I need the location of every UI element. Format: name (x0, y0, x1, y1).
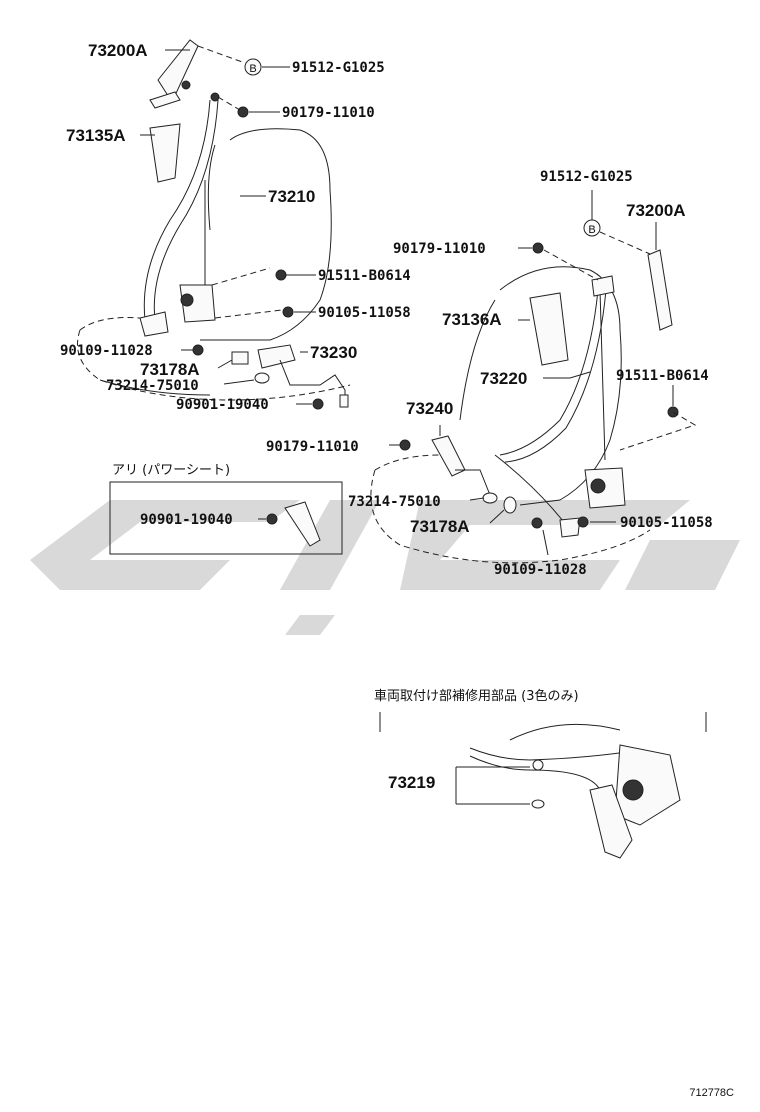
diagram-id: 712778C (689, 1087, 734, 1099)
label-73220: 73220 (480, 369, 527, 388)
inset-title: アリ (パワーシート) (112, 463, 230, 478)
inset-frame (109, 481, 343, 555)
bubble-b-left (244, 58, 262, 76)
right-leader-lines (389, 190, 697, 556)
label-73200a-left: 73200A (88, 41, 148, 60)
label-73178a-left: 73178A (140, 360, 200, 379)
left-bolt2-icon (282, 306, 294, 318)
label-73219: 73219 (388, 773, 435, 792)
label-73230: 73230 (310, 343, 357, 362)
bubble-b-right-letter: B (588, 224, 595, 236)
label-90179-11010-left: 90179-11010 (282, 105, 375, 121)
bubble-b-left-letter: B (249, 63, 256, 75)
right-bolt2-icon (577, 516, 589, 528)
label-90179-11010-right: 90179-11010 (393, 241, 486, 257)
right-cover-73178a (503, 496, 517, 514)
right-seat-outline (370, 266, 651, 564)
right-fasteners: B (399, 219, 679, 529)
left-seat-outline (77, 128, 351, 401)
label-91511-b0614-right: 91511-B0614 (616, 368, 709, 384)
left-leader-lines (140, 45, 316, 405)
left-buckle (257, 344, 296, 369)
left-nut-icon (237, 106, 249, 118)
label-73178a-right: 73178A (410, 517, 470, 536)
right-labels: 91512-G1025 73200A 90179-11010 73136A 73… (266, 169, 713, 578)
label-91511-b0614-left: 91511-B0614 (318, 268, 411, 284)
label-73214-75010-left: 73214-75010 (106, 378, 199, 394)
watermark-logo (30, 500, 740, 635)
repair-section: 車両取付け部補修用部品 (3色のみ) 73219 (374, 688, 707, 859)
inset-power-seat: アリ (パワーシート) 90901-19040 (109, 463, 343, 555)
left-upper-anchor (157, 39, 199, 104)
right-belt-assembly (431, 249, 673, 538)
label-90901-19040-left: 90901-19040 (176, 397, 269, 413)
label-90179-11010-buckle: 90179-11010 (266, 439, 359, 455)
right-nut-icon (532, 242, 544, 254)
label-90105-11058-left: 90105-11058 (318, 305, 411, 321)
left-anchor-bolt-icon (181, 80, 191, 90)
repair-anchor-plate (589, 784, 633, 859)
left-bolt-icon (275, 269, 287, 281)
label-91512-g1025-right: 91512-G1025 (540, 169, 633, 185)
right-bolt3-icon (531, 517, 543, 529)
right-cover-73136a (529, 292, 569, 366)
label-73240: 73240 (406, 399, 453, 418)
label-91512-g1025-left: 91512-G1025 (292, 60, 385, 76)
left-screw-icon (312, 398, 324, 410)
repair-title: 車両取付け部補修用部品 (3色のみ) (374, 688, 579, 704)
repair-washer-icon (531, 799, 545, 809)
repair-bolt-icon (532, 759, 544, 771)
right-nut2-icon (399, 439, 411, 451)
inset-buckle (284, 501, 321, 547)
left-cover-73135a (149, 123, 181, 183)
label-73200a-right: 73200A (626, 201, 686, 220)
label-73210: 73210 (268, 187, 315, 206)
left-bolt3-icon (192, 344, 204, 356)
label-90105-11058-right: 90105-11058 (620, 515, 713, 531)
label-73136a: 73136A (442, 310, 502, 329)
label-90901-19040-inset: 90901-19040 (140, 512, 233, 528)
right-upper-anchor (647, 249, 673, 331)
label-90109-11028-left: 90109-11028 (60, 343, 153, 359)
inset-screw-icon (266, 513, 278, 525)
left-cover-73178a (231, 351, 249, 365)
label-73214-75010-right: 73214-75010 (348, 494, 441, 510)
label-90109-11028-right: 90109-11028 (494, 562, 587, 578)
left-labels: 73200A 91512-G1025 90179-11010 73135A 73… (60, 41, 411, 413)
label-73135a: 73135A (66, 126, 126, 145)
